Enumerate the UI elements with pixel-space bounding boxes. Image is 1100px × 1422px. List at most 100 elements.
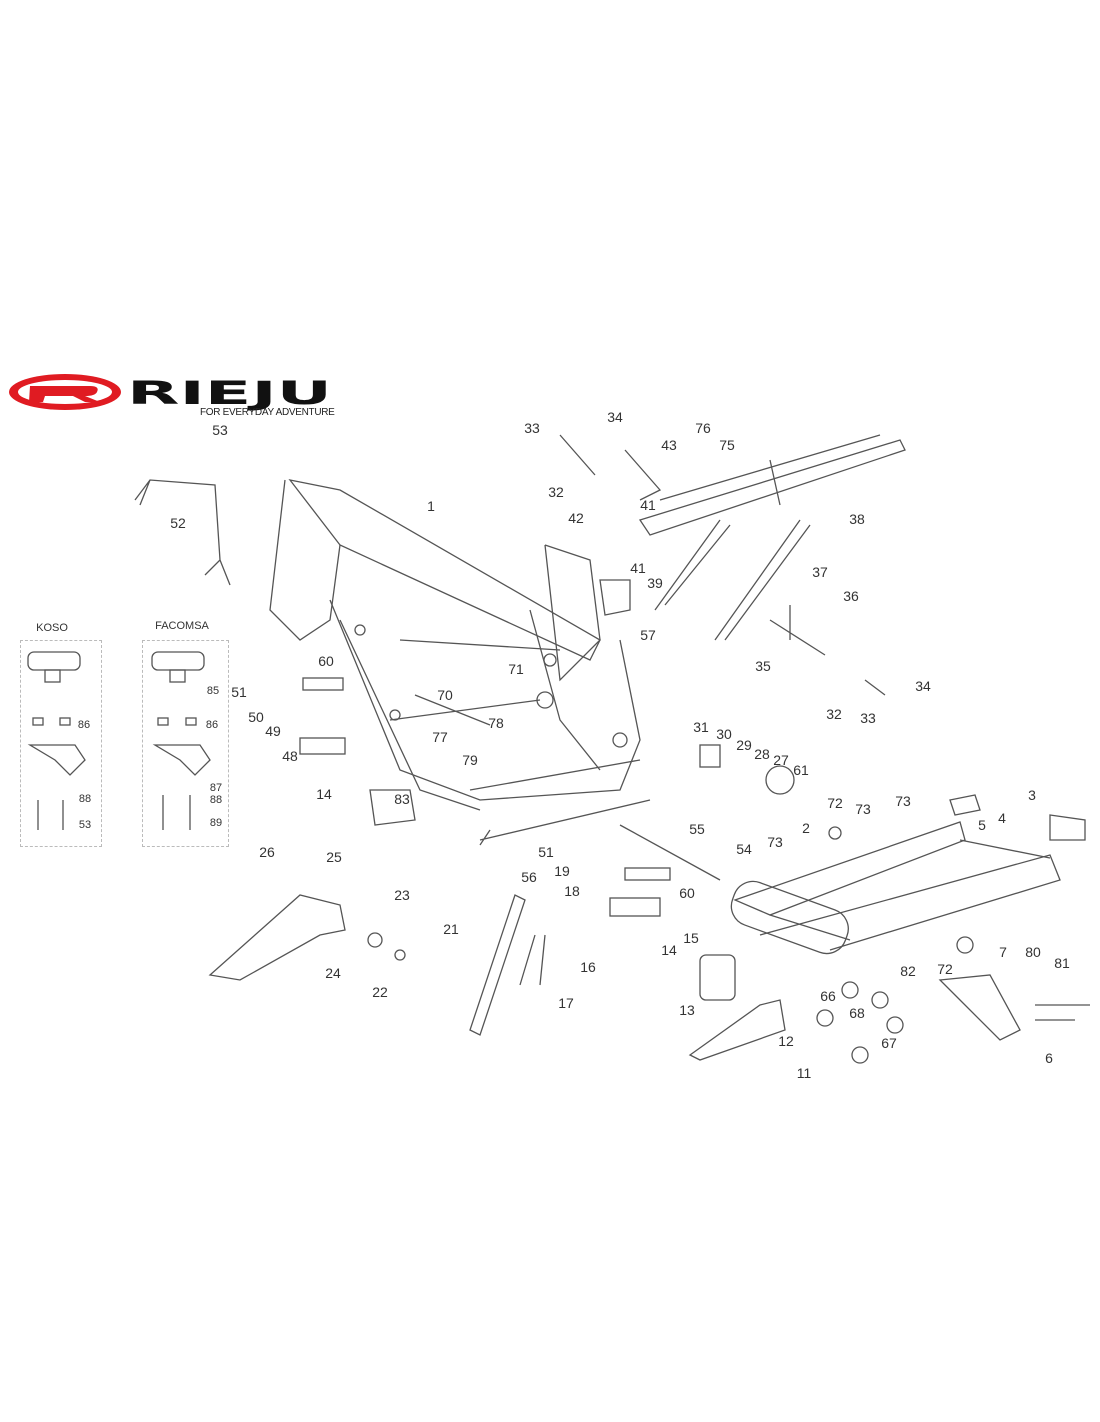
part-number-label: 49 bbox=[265, 723, 281, 739]
part-number-label: 22 bbox=[372, 984, 388, 1000]
bolts-81-drawing bbox=[1035, 1004, 1090, 1021]
part-number-label: 80 bbox=[1025, 944, 1041, 960]
part-number-label: 41 bbox=[640, 497, 656, 513]
part-number-label: 75 bbox=[719, 437, 735, 453]
part-number-label: 57 bbox=[640, 627, 656, 643]
part-number-label: 72 bbox=[937, 961, 953, 977]
part-number-label: 56 bbox=[521, 869, 537, 885]
part-number-label: 60 bbox=[679, 885, 695, 901]
koso-inset-drawing bbox=[27, 651, 86, 830]
part-number-label: 89 bbox=[209, 817, 223, 829]
part-number-label: 79 bbox=[462, 752, 478, 768]
part-number-label: 14 bbox=[661, 942, 677, 958]
part-number-label: 61 bbox=[793, 762, 809, 778]
inset-title-facomsa: FACOMSA bbox=[155, 620, 209, 632]
svg-text:RIEJU: RIEJU bbox=[127, 374, 332, 412]
part-number-label: 38 bbox=[849, 511, 865, 527]
inset-title-koso: KOSO bbox=[36, 622, 68, 634]
part-number-label: 1 bbox=[427, 498, 435, 514]
part-number-label: 72 bbox=[827, 795, 843, 811]
part-number-label: 36 bbox=[843, 588, 859, 604]
part-number-label: 70 bbox=[437, 687, 453, 703]
part-number-label: 34 bbox=[915, 678, 931, 694]
part-number-label: 18 bbox=[564, 883, 580, 899]
bracket-52-drawing bbox=[134, 479, 231, 586]
part-number-label: 82 bbox=[900, 963, 916, 979]
part-number-label: 32 bbox=[548, 484, 564, 500]
bushing-30-drawing bbox=[699, 744, 721, 768]
springs-drawing bbox=[519, 934, 546, 986]
part-number-label: 39 bbox=[647, 575, 663, 591]
part-number-label: 86 bbox=[77, 719, 91, 731]
part-number-label: 83 bbox=[394, 791, 410, 807]
bolt-77-drawing bbox=[414, 694, 491, 726]
part-number-label: 15 bbox=[683, 930, 699, 946]
footpeg-drawing bbox=[299, 737, 346, 755]
part-number-label: 41 bbox=[630, 560, 646, 576]
part-number-label: 33 bbox=[524, 420, 540, 436]
footpeg-drawing bbox=[609, 897, 661, 917]
part-number-label: 73 bbox=[895, 793, 911, 809]
part-number-label: 29 bbox=[736, 737, 752, 753]
part-number-label: 76 bbox=[695, 420, 711, 436]
part-number-label: 60 bbox=[318, 653, 334, 669]
part-number-label: 78 bbox=[488, 715, 504, 731]
part-number-label: 7 bbox=[999, 944, 1007, 960]
part-number-label: 51 bbox=[538, 844, 554, 860]
part-number-label: 14 bbox=[316, 786, 332, 802]
part-number-label: 81 bbox=[1054, 955, 1070, 971]
bolt-55-drawing bbox=[619, 824, 721, 881]
brake-pedal-drawing bbox=[208, 894, 346, 981]
part-number-label: 73 bbox=[855, 801, 871, 817]
part-number-label: 43 bbox=[661, 437, 677, 453]
bushing-13-drawing bbox=[699, 954, 736, 1001]
part-number-label: 71 bbox=[508, 661, 524, 677]
part-number-label: 31 bbox=[693, 719, 709, 735]
part-number-label: 86 bbox=[205, 719, 219, 731]
part-number-label: 3 bbox=[1028, 787, 1036, 803]
facomsa-inset bbox=[142, 640, 229, 847]
part-number-label: 11 bbox=[796, 1065, 812, 1081]
part-number-label: 30 bbox=[716, 726, 732, 742]
part-number-label: 32 bbox=[826, 706, 842, 722]
guard-7-drawing bbox=[938, 974, 1021, 1041]
part-number-label: 6 bbox=[1045, 1050, 1053, 1066]
frame-drawing bbox=[269, 479, 651, 846]
part-number-label: 24 bbox=[325, 965, 341, 981]
part-number-label: 54 bbox=[736, 841, 752, 857]
facomsa-inset-drawing bbox=[151, 651, 211, 830]
part-57-drawing bbox=[599, 579, 631, 616]
part-number-label: 25 bbox=[326, 849, 342, 865]
part-number-label: 52 bbox=[170, 515, 186, 531]
part-number-label: 55 bbox=[689, 821, 705, 837]
part-number-label: 85 bbox=[206, 685, 220, 697]
part-number-label: 87 bbox=[209, 782, 223, 794]
part-number-label: 19 bbox=[554, 863, 570, 879]
ring-61-drawing bbox=[765, 765, 795, 795]
part-number-label: 37 bbox=[812, 564, 828, 580]
part-number-label: 53 bbox=[78, 819, 92, 831]
part-number-label: 26 bbox=[259, 844, 275, 860]
part-number-label: 48 bbox=[282, 748, 298, 764]
part-number-label: 27 bbox=[773, 752, 789, 768]
part-number-label: 50 bbox=[248, 709, 264, 725]
part-number-label: 2 bbox=[802, 820, 810, 836]
part-number-label: 88 bbox=[209, 794, 223, 806]
part-number-label: 68 bbox=[849, 1005, 865, 1021]
part-number-label: 17 bbox=[558, 995, 574, 1011]
part-number-label: 35 bbox=[755, 658, 771, 674]
part-number-label: 77 bbox=[432, 729, 448, 745]
side-stand-drawing bbox=[469, 894, 526, 1036]
subframe-drawing bbox=[624, 434, 906, 641]
part-number-label: 66 bbox=[820, 988, 836, 1004]
chain-guide-drawing bbox=[688, 999, 786, 1061]
part-number-label: 88 bbox=[78, 793, 92, 805]
part-83-drawing bbox=[369, 789, 416, 826]
part-number-label: 13 bbox=[679, 1002, 695, 1018]
part-number-label: 34 bbox=[607, 409, 623, 425]
part-number-label: 67 bbox=[881, 1035, 897, 1051]
part-number-label: 53 bbox=[212, 422, 228, 438]
part-number-label: 12 bbox=[778, 1033, 794, 1049]
part-number-label: 33 bbox=[860, 710, 876, 726]
